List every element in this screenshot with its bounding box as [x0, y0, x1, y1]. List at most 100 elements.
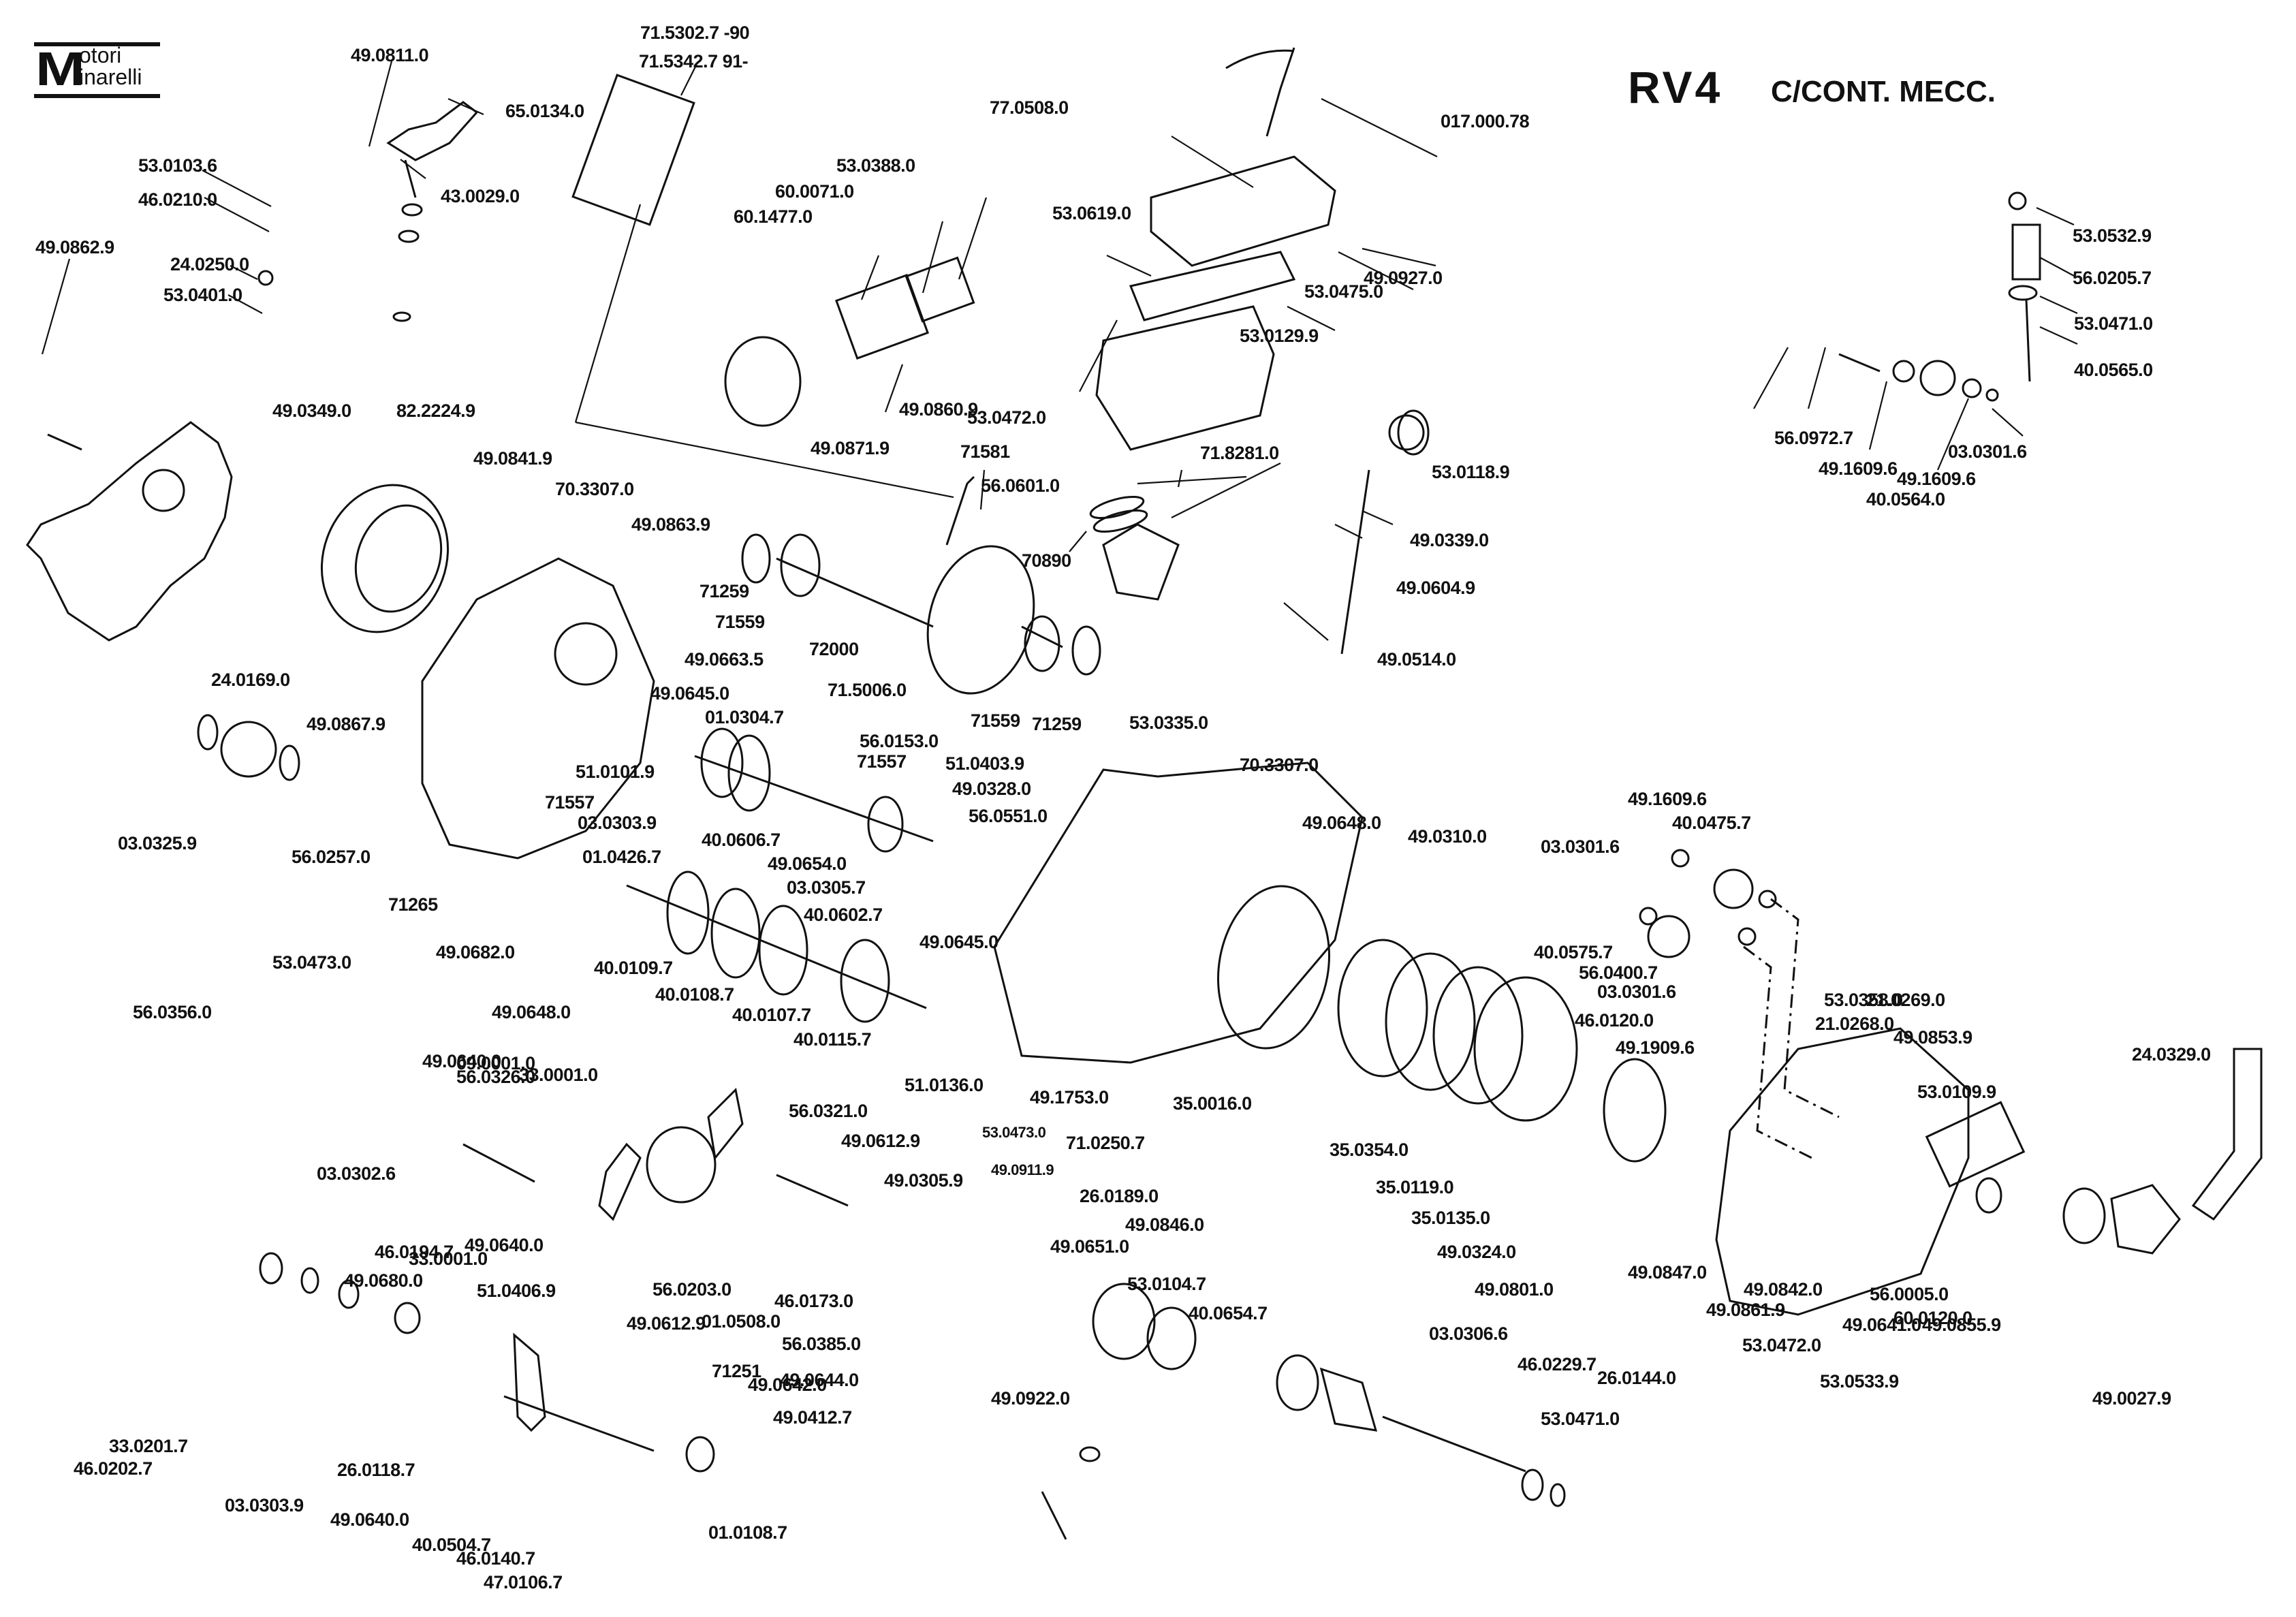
part-callout: 49.0640.0 [330, 1509, 409, 1530]
part-callout: 33.0201.7 [109, 1436, 188, 1456]
part-callout: 53.0118.9 [1432, 462, 1510, 482]
part-callout: 49.0027.9 [2092, 1388, 2171, 1409]
oil-pump-gear-drawing [1713, 868, 1754, 909]
part-callout: 53.0103.6 [138, 155, 217, 176]
part-callout: 017.000.78 [1441, 111, 1530, 131]
part-callout: 71265 [388, 894, 438, 915]
part-callout: 24.0250.0 [170, 254, 249, 274]
clutch-plate-drawing [1337, 939, 1428, 1078]
part-callout: 53.0129.9 [1240, 326, 1319, 346]
part-callout: 49.0846.0 [1125, 1214, 1204, 1235]
part-callout: 35.0119.0 [1376, 1177, 1454, 1197]
part-callout: 82.2224.9 [396, 401, 475, 421]
part-callout: 49.0680.0 [344, 1270, 423, 1291]
part-callout: 51.0136.0 [905, 1075, 984, 1095]
logo-top-rule [34, 42, 160, 46]
part-callout: 56.0400.7 [1579, 962, 1658, 983]
part-callout: 53.0619.0 [1052, 203, 1131, 223]
part-callout: 01.0508.0 [702, 1311, 781, 1332]
part-callout: 46.0120.0 [1575, 1010, 1654, 1031]
part-callout: 46.0194.7 [375, 1242, 454, 1262]
logo-bottom-rule [34, 94, 160, 98]
part-callout: 03.0325.9 [118, 833, 197, 853]
part-callout: 49.0612.9 [627, 1313, 706, 1334]
part-callout: 03.0301.6 [1597, 982, 1676, 1002]
part-callout: 26.0118.7 [337, 1460, 415, 1480]
clutch-cover-drawing [1715, 1027, 1970, 1316]
gear-selector-drum-drawing [646, 1126, 717, 1204]
kickstart-gear-drawing [1092, 1283, 1156, 1360]
clutch-plate-drawing [1385, 952, 1476, 1091]
flywheel-drawing [320, 484, 450, 633]
speedo-drive-shaft-drawing [2025, 299, 2031, 382]
part-callout: 49.0604.9 [1396, 578, 1475, 598]
part-callout: 53.0533.9 [1820, 1371, 1899, 1392]
part-callout: 03.0302.6 [317, 1163, 396, 1184]
part-callout: 46.0140.7 [456, 1548, 535, 1569]
part-callout: 56.0326.0 [456, 1067, 535, 1087]
part-callout: 53.0335.0 [1129, 712, 1208, 733]
part-callout: 49.0648.0 [1302, 813, 1381, 833]
part-callout: 49.1609.6 [1897, 469, 1976, 489]
left-crankcase-drawing [421, 557, 655, 860]
part-callout: 49.0922.0 [991, 1388, 1070, 1409]
oil-pump-gear-drawing [1647, 915, 1690, 958]
part-callout: 40.0115.7 [793, 1029, 872, 1050]
carburettor-drawing [724, 336, 802, 427]
part-callout: 49.1609.6 [1628, 789, 1707, 809]
part-callout: 46.0210.0 [138, 189, 217, 210]
part-callout: 56.0601.0 [981, 475, 1060, 496]
part-callout: 72000 [809, 639, 859, 659]
crankshaft-drawing [926, 545, 1035, 695]
spark-plug-drawing [1225, 47, 1295, 137]
part-callout: 01.0304.7 [705, 707, 784, 727]
part-callout: 24.0169.0 [211, 670, 290, 690]
part-callout: 49.0867.9 [306, 714, 386, 734]
part-callout: 49.1909.6 [1616, 1037, 1695, 1058]
part-callout: 49.0349.0 [272, 401, 351, 421]
part-callout: 47.0106.7 [484, 1572, 563, 1592]
gear-lever-drawing [386, 101, 479, 161]
countershaft-sprocket-drawing [220, 721, 277, 778]
part-callout: 49.0648.0 [492, 1002, 571, 1022]
part-callout: 03.0303.9 [225, 1495, 304, 1516]
part-callout: 21.0268.0 [1815, 1014, 1894, 1034]
part-callout: 49.0310.0 [1408, 826, 1487, 847]
part-callout: 40.0606.7 [702, 830, 781, 850]
clutch-basket-drawing [1217, 885, 1330, 1050]
part-callout: 49.0324.0 [1437, 1242, 1516, 1262]
part-callout: 49.0847.0 [1628, 1262, 1707, 1283]
part-callout: 49.0514.0 [1377, 649, 1456, 670]
connecting-rod-drawing [945, 475, 975, 546]
part-callout: 49.0612.9 [841, 1131, 920, 1151]
part-callout: 49.0811.0 [351, 45, 429, 65]
part-callout: 71.5006.0 [828, 680, 907, 700]
part-callout: 40.0564.0 [1866, 489, 1945, 509]
cylinder-head-drawing [1150, 155, 1336, 267]
part-callout: 53.0472.0 [1742, 1335, 1821, 1355]
part-callout: 56.0356.0 [133, 1002, 212, 1022]
primary-shaft-drawing [694, 755, 934, 843]
part-callout: 71259 [1032, 714, 1082, 734]
part-callout: 49.0644.0 [780, 1370, 859, 1390]
part-callout: 03.0303.9 [578, 813, 657, 833]
part-callout: 49.0651.0 [1050, 1236, 1129, 1257]
part-callout: 03.0301.6 [1948, 441, 2027, 462]
part-callout: 56.0551.0 [969, 806, 1048, 826]
part-callout: 53.0401.0 [163, 285, 242, 305]
part-callout: 70.3307.0 [555, 479, 634, 499]
ignition-cover-hole-drawing [142, 469, 185, 512]
part-callout: 40.0108.7 [655, 984, 734, 1005]
part-callout: 40.0575.7 [1534, 942, 1613, 962]
part-callout: 49.0853.9 [1893, 1027, 1972, 1048]
part-callout: 71.0250.7 [1066, 1133, 1145, 1153]
part-callout: 40.0107.7 [732, 1005, 811, 1025]
logo-initial: M [35, 42, 85, 95]
part-callout: 49.0328.0 [952, 779, 1031, 799]
part-callout: 49.0871.9 [811, 438, 890, 458]
part-callout: 01.0108.7 [708, 1522, 787, 1543]
part-callout: 60.1477.0 [734, 206, 813, 227]
clutch-pressure-plate-drawing [1473, 976, 1578, 1122]
part-callout: 70.3307.0 [1240, 755, 1319, 775]
